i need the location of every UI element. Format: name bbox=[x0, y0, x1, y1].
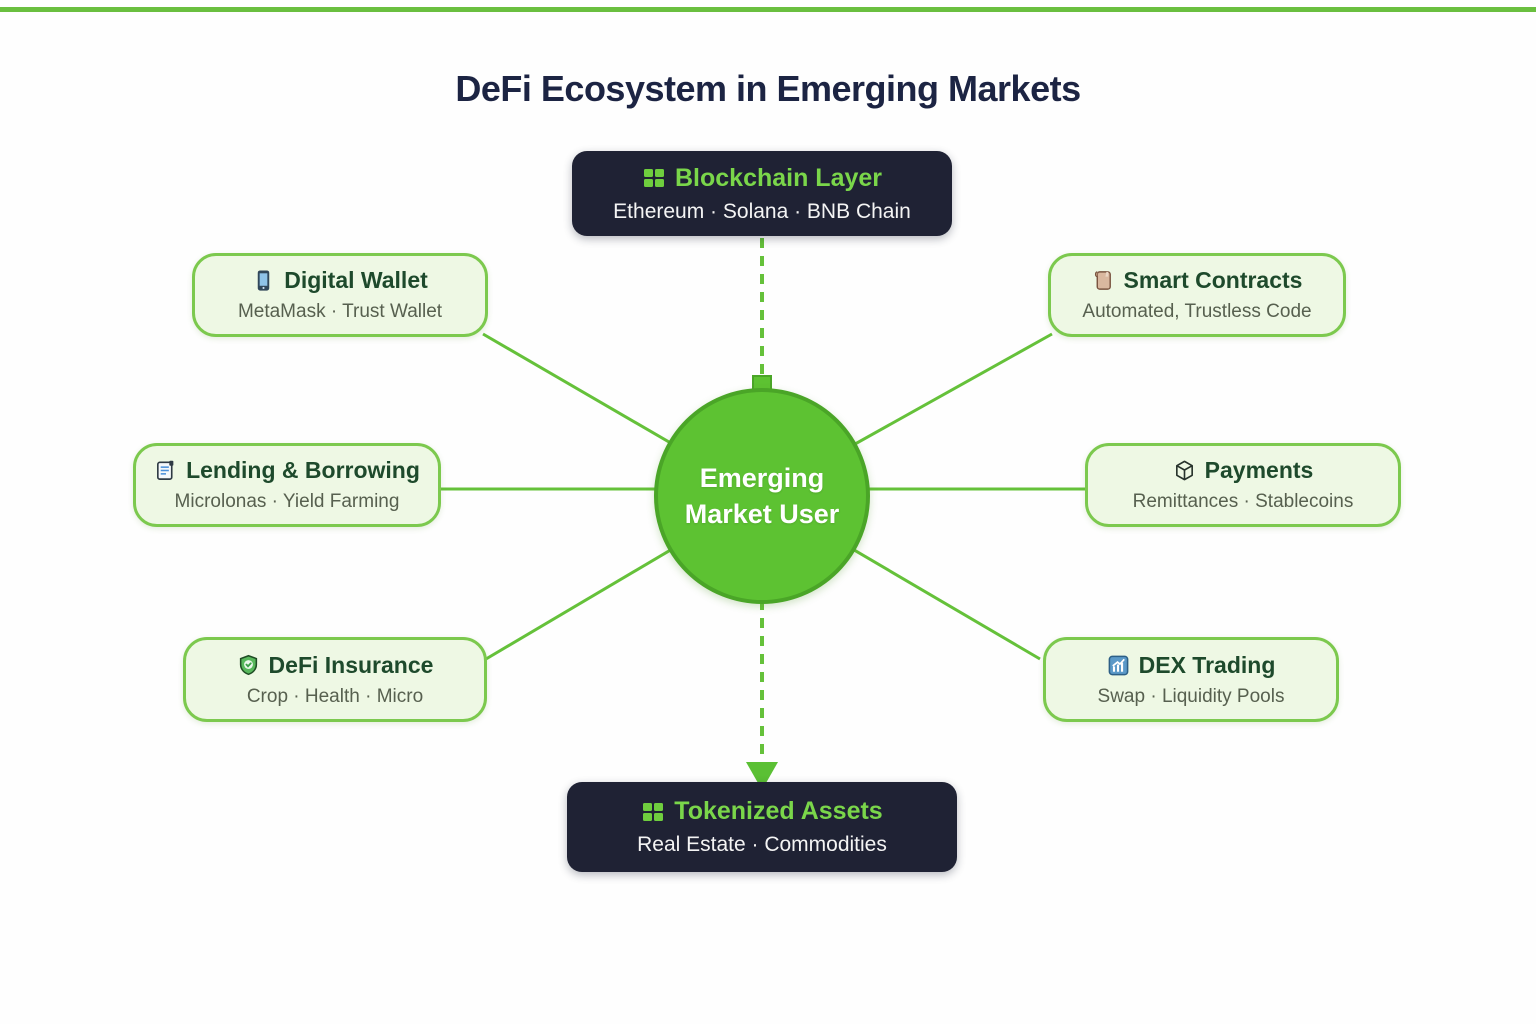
node-payments: Payments Remittances · Stablecoins bbox=[1085, 443, 1401, 527]
node-subtitle: Crop · Health · Micro bbox=[246, 685, 424, 707]
node-title: DEX Trading bbox=[1138, 651, 1276, 678]
node-blockchain-layer: Blockchain Layer Ethereum · Solana · BNB… bbox=[572, 151, 952, 236]
shield-check-icon bbox=[237, 654, 260, 677]
grid-blocks-icon bbox=[641, 800, 665, 824]
node-subtitle: Microlonas · Yield Farming bbox=[174, 491, 400, 512]
top-accent-bar bbox=[0, 7, 1536, 12]
center-node-emerging-market-user: Emerging Market User bbox=[654, 388, 870, 604]
center-label-line2: Market User bbox=[684, 499, 840, 529]
center-label-line1: Emerging bbox=[699, 462, 825, 493]
node-title: Lending & Borrowing bbox=[186, 457, 420, 483]
node-title: DeFi Insurance bbox=[268, 651, 434, 678]
node-smart-contracts: Smart Contracts Automated, Trustless Cod… bbox=[1048, 253, 1346, 337]
node-subtitle: Swap · Liquidity Pools bbox=[1097, 685, 1285, 707]
node-subtitle: Remittances · Stablecoins bbox=[1132, 491, 1354, 512]
node-title: Blockchain Layer bbox=[674, 163, 883, 192]
node-subtitle: Ethereum · Solana · BNB Chain bbox=[613, 199, 911, 223]
node-title: Tokenized Assets bbox=[674, 797, 883, 825]
node-lending-borrowing: Lending & Borrowing Microlonas · Yield F… bbox=[133, 443, 441, 527]
scroll-icon bbox=[1092, 269, 1115, 292]
node-dex-trading: DEX Trading Swap · Liquidity Pools bbox=[1043, 637, 1339, 722]
page-title: DeFi Ecosystem in Emerging Markets bbox=[455, 68, 1081, 109]
node-title: Smart Contracts bbox=[1123, 267, 1303, 293]
node-title: Payments bbox=[1204, 457, 1314, 483]
smartphone-icon bbox=[252, 269, 275, 292]
node-title: Digital Wallet bbox=[284, 267, 428, 293]
node-subtitle: MetaMask · Trust Wallet bbox=[237, 301, 443, 322]
node-defi-insurance: DeFi Insurance Crop · Health · Micro bbox=[183, 637, 487, 722]
node-subtitle: Real Estate · Commodities bbox=[637, 833, 887, 856]
package-icon bbox=[1173, 459, 1196, 482]
ledger-icon bbox=[154, 459, 177, 482]
node-tokenized-assets: Tokenized Assets Real Estate · Commoditi… bbox=[567, 782, 957, 872]
grid-blocks-icon bbox=[642, 166, 666, 190]
node-digital-wallet: Digital Wallet MetaMask · Trust Wallet bbox=[192, 253, 488, 337]
node-subtitle: Automated, Trustless Code bbox=[1082, 301, 1312, 322]
chart-up-icon bbox=[1107, 654, 1130, 677]
